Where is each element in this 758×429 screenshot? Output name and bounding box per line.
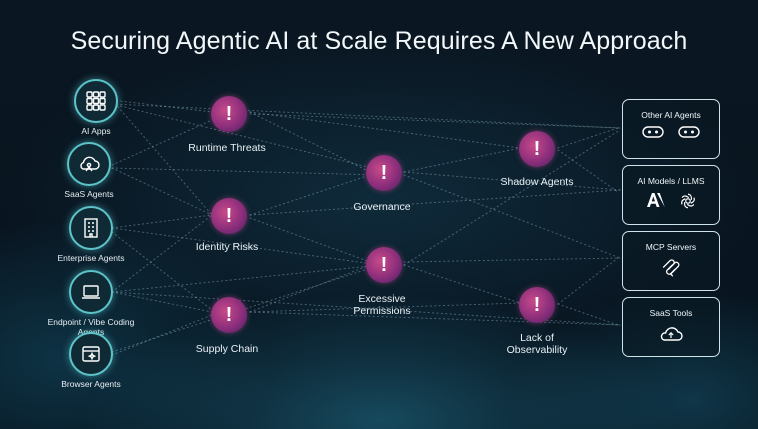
target-label: Other AI Agents — [641, 110, 701, 120]
source-enterprise-agents: Enterprise Agents — [36, 206, 146, 263]
connection-line — [403, 147, 521, 173]
connection-line — [249, 217, 371, 263]
risk-label-lack-of-observability: Lack of Observability — [506, 332, 568, 356]
risk-label-identity-risks: Identity Risks — [195, 241, 259, 253]
connection-line — [111, 214, 213, 229]
connection-line — [111, 231, 213, 311]
alert-icon: ! — [519, 287, 555, 323]
connection-line — [249, 174, 371, 216]
connection-line — [111, 99, 213, 113]
connection-line — [111, 264, 381, 293]
alert-icon: ! — [211, 198, 247, 234]
connection-line — [249, 111, 521, 149]
anthropic-logo-icon — [647, 193, 665, 207]
alert-icon: ! — [519, 131, 555, 167]
source-label: SaaS Agents — [64, 189, 114, 199]
alert-icon: ! — [366, 247, 402, 283]
connection-line — [249, 111, 371, 173]
connection-line — [111, 214, 213, 293]
target-mcp-servers: MCP Servers — [622, 231, 720, 291]
alert-icon: ! — [366, 155, 402, 191]
target-label: MCP Servers — [645, 242, 697, 252]
connection-line — [403, 129, 621, 266]
connection-line — [111, 103, 621, 129]
connection-line — [557, 257, 619, 305]
browser-sparkle-icon — [69, 332, 113, 376]
connection-line — [403, 174, 621, 259]
target-saas-tools: SaaS Tools — [622, 297, 720, 357]
connection-line — [111, 227, 381, 266]
connection-line — [111, 167, 213, 216]
risk-label-supply-chain: Supply Chain — [195, 343, 259, 355]
mcp-logo-icon — [662, 259, 680, 277]
robot-face-icon — [678, 126, 700, 138]
connection-line — [557, 149, 619, 193]
alert-icon: ! — [211, 96, 247, 132]
source-label: AI Apps — [81, 126, 111, 136]
connection-line — [249, 302, 521, 313]
connection-line — [111, 291, 621, 326]
openai-logo-icon — [681, 193, 695, 209]
connection-line — [557, 127, 619, 149]
robot-face-icon — [642, 126, 664, 138]
risk-label-runtime-threats: Runtime Threats — [188, 142, 266, 154]
source-ai-apps: AI Apps — [41, 79, 151, 136]
building-icon — [69, 206, 113, 250]
app-grid-icon — [74, 79, 118, 123]
connection-line — [403, 264, 521, 304]
alert-icon: ! — [211, 297, 247, 333]
source-label: Enterprise Agents — [57, 253, 125, 263]
connection-line — [111, 167, 381, 176]
target-label: AI Models / LLMS — [637, 176, 705, 186]
connection-line — [249, 311, 621, 326]
cloud-icon — [660, 327, 683, 341]
target-label: SaaS Tools — [649, 308, 693, 318]
connection-line — [111, 103, 381, 171]
risk-label-shadow-agents: Shadow Agents — [500, 176, 574, 188]
target-other-ai-agents: Other AI Agents — [622, 99, 720, 159]
connection-line — [557, 303, 619, 326]
source-label: Browser Agents — [61, 379, 121, 389]
connection-line — [111, 291, 213, 313]
connection-line — [403, 171, 621, 191]
connection-line — [403, 257, 621, 263]
target-ai-models: AI Models / LLMS — [622, 165, 720, 225]
source-saas-agents: SaaS Agents — [34, 142, 144, 199]
connection-line — [111, 119, 213, 166]
risk-label-excessive-permissions: Excessive Permissions — [353, 293, 411, 317]
page-title: Securing Agentic AI at Scale Requires A … — [70, 27, 688, 55]
connection-line — [111, 314, 213, 356]
risk-label-governance: Governance — [353, 201, 411, 213]
connection-line — [249, 113, 621, 129]
laptop-icon — [69, 270, 113, 314]
source-endpoint-agents: Endpoint / Vibe Coding Agents — [36, 270, 146, 337]
cloud-agent-icon — [67, 142, 111, 186]
connection-line — [111, 99, 213, 216]
connection-line — [249, 189, 621, 216]
source-browser-agents: Browser Agents — [36, 332, 146, 389]
